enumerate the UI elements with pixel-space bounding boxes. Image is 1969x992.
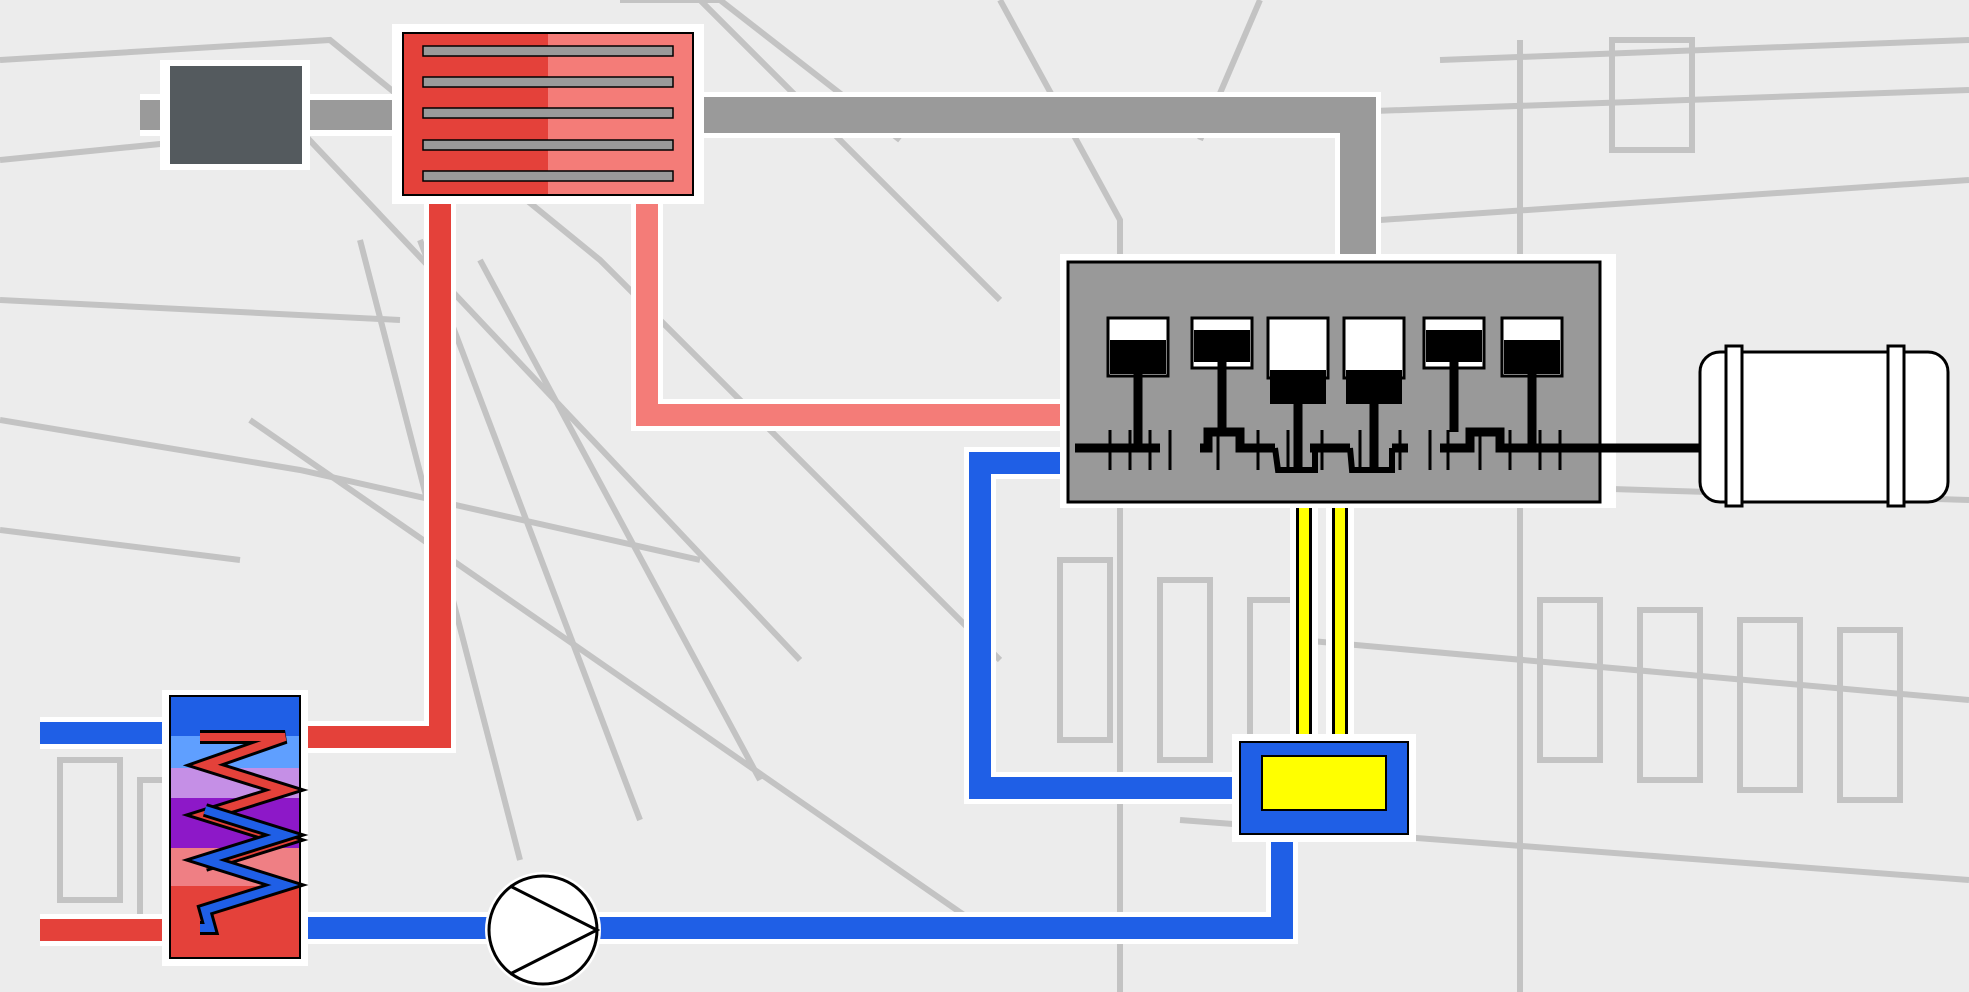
pump-icon [485,872,601,988]
muffler-icon [160,60,310,170]
plate-heat-exchanger-icon [392,24,704,204]
oil-lines [1296,500,1348,765]
storage-tank-icon [162,690,309,966]
engine-coolant-pipe [969,452,1240,799]
heat-exchanger-icon [1232,734,1416,842]
coolant-pipe-warm [636,195,1068,426]
six-cylinder-engine-icon [1060,254,1700,508]
exhaust-pipe-engine-to-exchanger [695,97,1376,262]
generator-icon [1698,344,1950,508]
